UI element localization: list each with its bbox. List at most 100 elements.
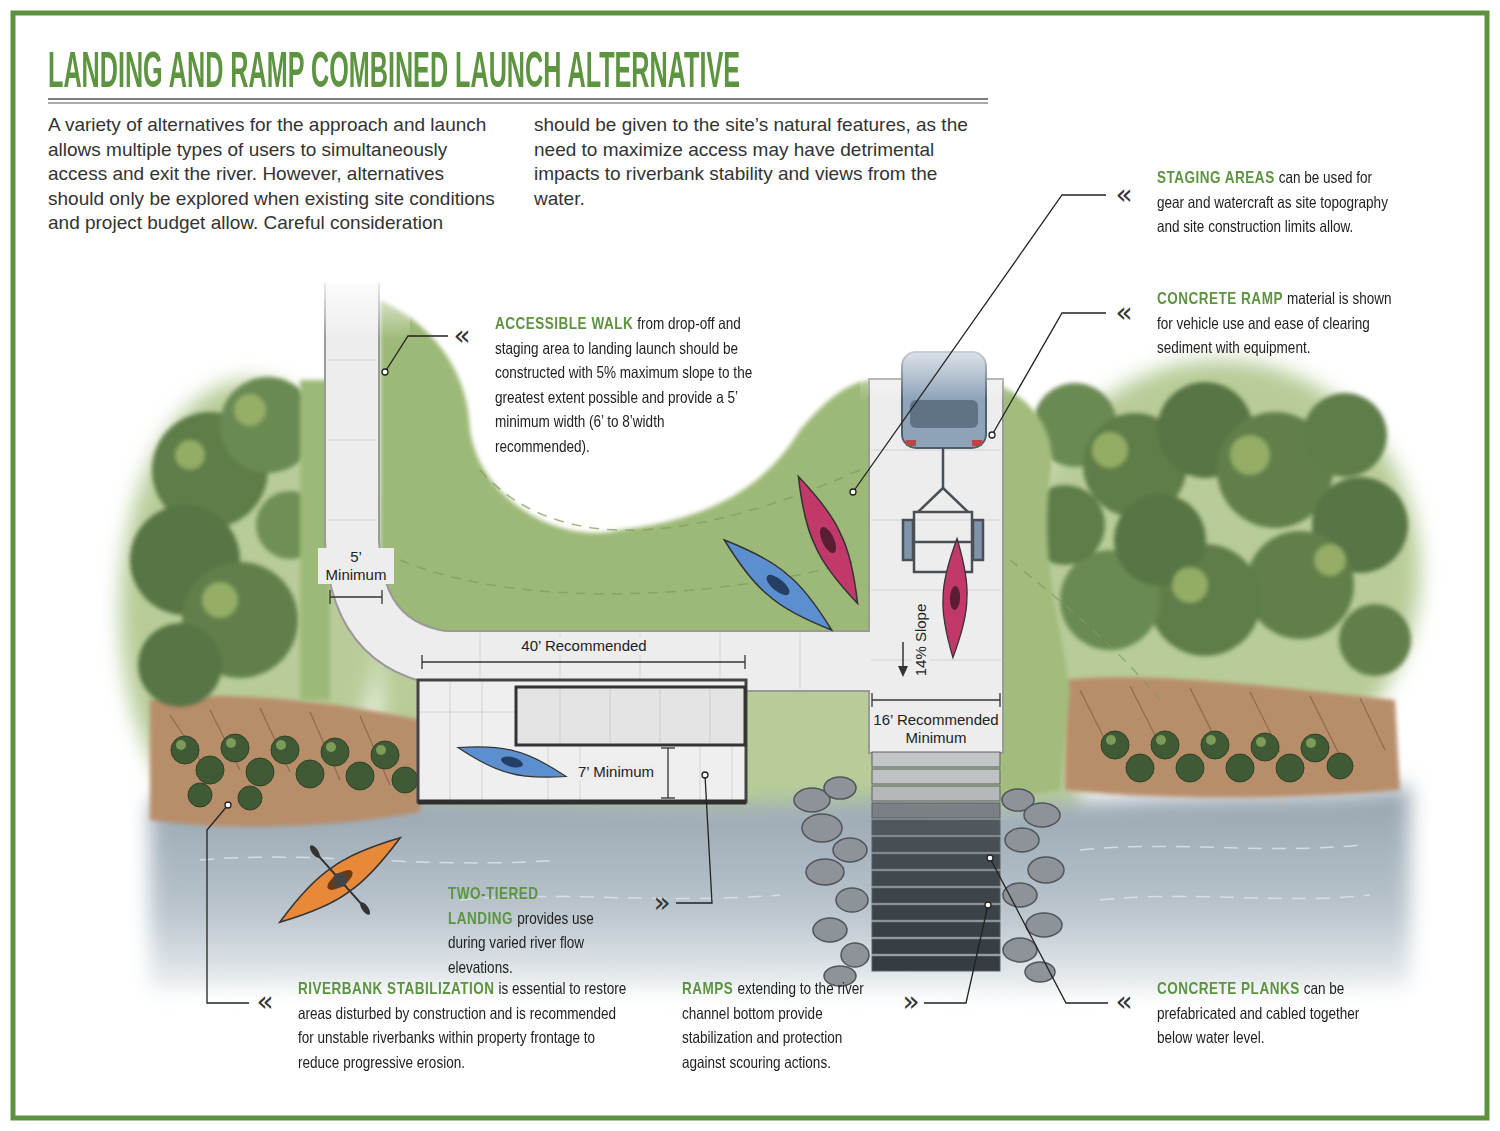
concrete-planks [872,786,1000,801]
frame [13,13,1487,1118]
concrete-planks [872,854,1000,869]
landing [516,687,745,745]
paving-joints [871,590,1001,591]
landing [732,746,733,800]
lawn [300,300,1070,800]
callout-heading: ACCESSIBLE WALK [495,314,633,332]
kayak [763,571,792,598]
fade [300,270,410,340]
shrubs [176,740,186,750]
callout-marker: « [1115,988,1132,1016]
tree-highlight [202,582,238,618]
title-rule [48,98,988,100]
tree-highlight [234,394,266,426]
rocks [836,888,868,912]
shrubs [326,742,336,752]
shrubs [1256,737,1266,747]
concrete-planks [872,888,1000,903]
leader-dot [382,369,388,375]
trailer [942,448,945,488]
concrete-planks [872,905,1000,920]
tree-highlight [1092,432,1128,468]
rocks [1028,857,1064,883]
shrubs [1251,733,1279,761]
concrete-planks [872,769,1000,784]
tree-canopy [1339,604,1411,676]
shrubs [321,738,349,766]
rocks [802,814,842,842]
rocks [841,943,869,967]
riverbank [150,677,1400,826]
slope-arrow [902,642,904,668]
vehicle [972,440,982,446]
rocks [1024,803,1060,827]
page-title: LANDING AND RAMP COMBINED LAUNCH ALTERNA… [48,45,740,95]
rocks [813,918,847,942]
callout: CONCRETE PLANKScan be prefabricated and … [1157,976,1395,1050]
kayak [817,525,840,555]
leader-dot [850,489,856,495]
callout: TWO-TIERED LANDINGprovides use during va… [448,881,630,979]
paving-joints [800,633,801,689]
paving-joints [328,520,376,521]
tree-highlight [1314,544,1346,576]
concrete-planks [872,939,1000,954]
callout: ACCESSIBLE WALKfrom drop-off and staging… [495,311,761,458]
concrete-planks [872,752,1000,767]
rocks [1005,828,1039,852]
kayak [941,538,969,658]
landing [660,689,661,743]
kayak [455,737,569,788]
contour-line [1010,560,1160,700]
callout-marker: « [1115,299,1132,327]
shrubs [1176,754,1204,782]
landing [700,746,701,800]
callout-marker: » [902,988,919,1016]
dimension-line [872,699,1000,700]
dimension-line [329,590,330,604]
leader-line [990,858,1108,1003]
leader-line [853,195,1106,492]
callout: CONCRETE RAMPmaterial is shown for vehic… [1157,286,1395,360]
paving-joints [328,440,376,441]
tree-canopy [138,623,222,707]
shrubs [1126,754,1154,782]
paving-joints [328,360,376,361]
shrubs [276,740,286,750]
kayaker [271,826,408,935]
water-ripples [1100,895,1370,900]
fade [300,270,410,340]
leader-dot [702,772,708,778]
dimension-label: 5’ Minimum [318,548,394,584]
kayak [715,529,840,641]
callout-heading: STAGING AREAS [1157,168,1275,186]
callout: RIVERBANK STABILIZATIONis essential to r… [298,976,628,1074]
kayak [455,737,569,788]
concrete-planks [872,871,1000,886]
callout: STAGING AREAScan be used for gear and wa… [1157,165,1395,239]
landing [560,689,561,743]
landing [418,680,746,802]
shrubs [1306,738,1316,748]
shrubs [1106,735,1116,745]
concrete-planks [872,837,1000,852]
shrubs [346,762,374,790]
dimension-label: 40’ Recommended [518,637,649,655]
shrubs [226,738,236,748]
landing [418,680,746,802]
leader-line [385,336,448,372]
trailer [943,488,968,512]
callout-marker: « [453,322,470,350]
shrubs [1201,731,1229,759]
shrubs [296,760,324,788]
kayaker [330,870,350,890]
concrete-planks [872,803,1000,818]
leader-line [207,805,249,1003]
shrubs [1156,735,1166,745]
kayak [715,529,840,641]
tree-canopy [1246,531,1354,639]
rocks [806,859,844,885]
callout-text: from drop-off and staging area to landin… [495,314,752,455]
callout-heading: RIVERBANK STABILIZATION [298,979,494,997]
